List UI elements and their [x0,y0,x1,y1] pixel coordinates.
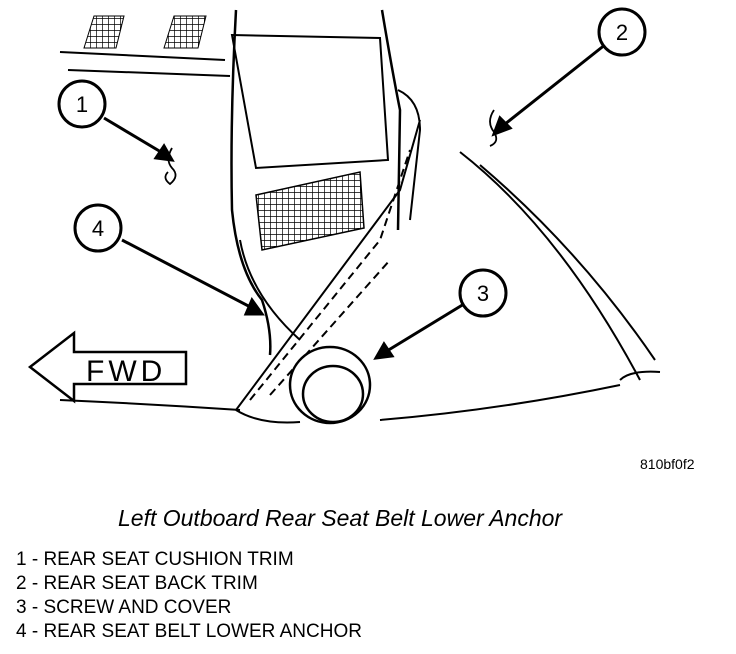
vent-hatch-left [83,15,125,49]
belt-webbing-mesh [255,171,365,251]
callout-1-number: 1 [76,92,88,117]
side-trim-panel [235,119,421,424]
legend-item: 1 - REAR SEAT CUSHION TRIM [16,549,294,570]
belt-trim-column [230,9,422,356]
fwd-label: FWD [86,355,166,388]
legend-item: 2 - REAR SEAT BACK TRIM [16,573,258,594]
screw-cover [288,345,372,425]
seat-back-outline [379,151,661,421]
figure-code: 810bf0f2 [640,456,695,472]
callout-2-number: 2 [616,20,628,45]
callout-4: 4 [73,203,123,253]
callout-leaders [103,42,607,360]
callout-3-number: 3 [477,281,489,306]
callout-legend: 1 - REAR SEAT CUSHION TRIM 2 - REAR SEAT… [16,548,362,644]
legend-item: 4 - REAR SEAT BELT LOWER ANCHOR [16,621,362,642]
vent-hatch-right [163,15,207,49]
callout-1: 1 [57,79,107,129]
callout-3: 3 [458,268,508,318]
trim-indicator-squiggles [164,109,498,186]
seat-cushion-outline [59,51,241,411]
callout-2: 2 [597,7,647,57]
legend-item: 3 - SCREW AND COVER [16,597,232,618]
seat-belt-anchor-illustration: FWD 1 2 3 4 [27,7,661,425]
figure-caption: Left Outboard Rear Seat Belt Lower Ancho… [118,505,563,531]
callout-4-number: 4 [92,216,104,241]
fwd-arrow: FWD [27,330,188,404]
